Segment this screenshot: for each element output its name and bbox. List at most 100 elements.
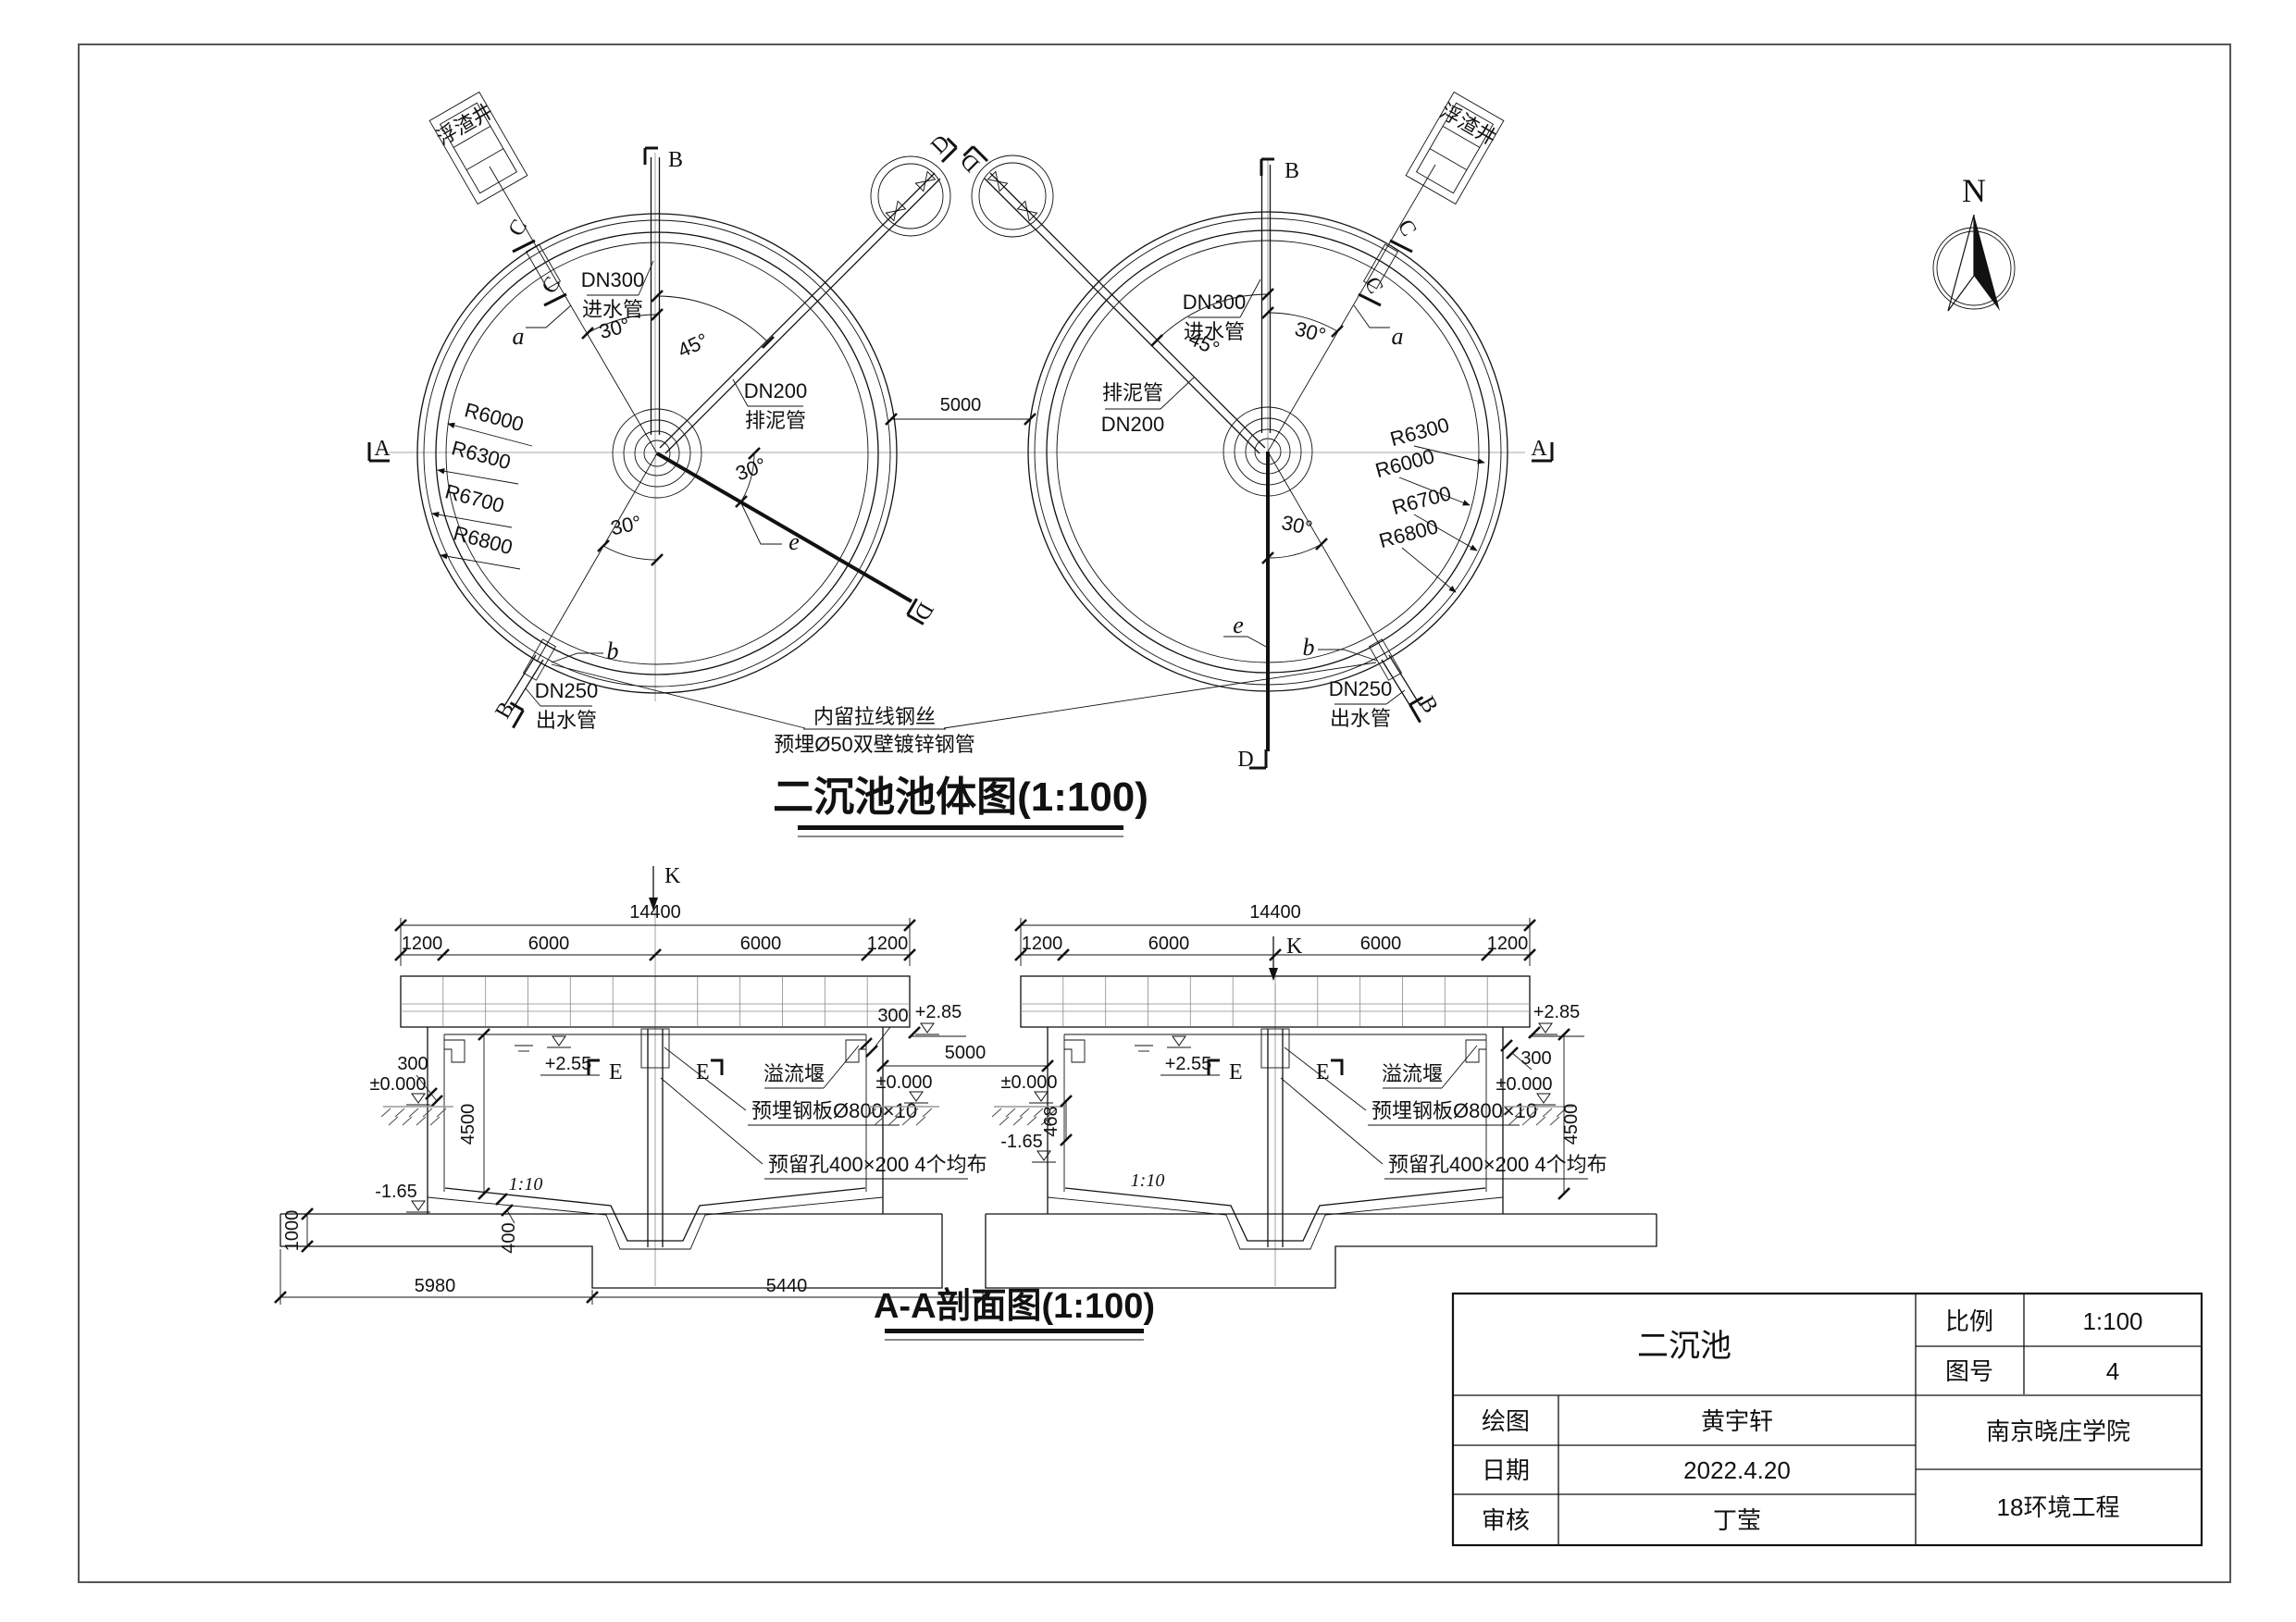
tank-floor [1064,1187,1486,1242]
drawn-by-value: 黄宇轩 [1701,1407,1773,1435]
ground-level: ±0.000 [875,1072,932,1093]
label-e: e [788,528,800,555]
radius-label-r6800: R6800 [1377,514,1441,552]
sludge-size-label: DN200 [744,379,807,402]
scum-well-box: 浮渣井 [1405,91,1505,205]
section-e-marker: E [696,1060,710,1084]
section-b-marker: B [1285,159,1299,183]
section-b-marker: B [668,148,683,172]
valve-icon [987,170,1009,192]
dim-6000: 6000 [1148,934,1190,954]
label-a: a [513,323,525,350]
label-b: b [1303,634,1315,661]
section-d-marker: D [1237,748,1253,772]
water-level-label: +2.55 [1165,1054,1212,1074]
checked-by-value: 丁莹 [1713,1506,1761,1534]
dim-14400: 14400 [1249,902,1301,922]
outlet-pipe [1388,654,1421,707]
radius-labels: R6300 R6000 R6700 R6800 [1373,413,1485,593]
scum-well-box: 浮渣井 [428,91,528,205]
dim-1200: 1200 [1487,934,1529,954]
dim-4500: 4500 [1561,1104,1582,1145]
ground-level: ±0.000 [369,1074,426,1095]
tank-floor [444,1187,866,1242]
title-block: 二沉池 比例 1:100 图号 4 绘图 黄宇轩 日期 2022.4.20 审核… [1451,1292,2203,1547]
plan-right-tank: C C D 45° 30° 30° R6300 R6000 R6700 R680… [984,91,1554,772]
ground-level: ±0.000 [1000,1072,1057,1093]
anchor-wire-note: 内留拉线钢丝 预埋Ø50双壁镀锌钢管 [551,662,1377,756]
dim-1200: 1200 [1022,934,1063,954]
angle-label: 30° [1293,316,1329,347]
section-a-marker: A [1531,437,1547,461]
sludge-pipe [659,172,936,449]
dim-5000: 5000 [945,1043,987,1063]
ground-level: ±0.000 [1496,1074,1552,1095]
scum-well-label: 浮渣井 [1436,99,1501,150]
dim-14400: 14400 [629,902,681,922]
bridge-deck [1020,975,1531,1028]
dim-468: 468 [1041,1106,1061,1136]
sheet-border [78,43,2231,1583]
section-c-marker: C [538,273,566,298]
dim-1200: 1200 [402,934,443,954]
inlet-size-label: DN300 [1183,291,1246,314]
plate-note: 预埋钢板Ø800×10 [1371,1099,1537,1122]
radius-label-r6700: R6700 [442,479,506,517]
scale-label: 比例 [1945,1307,1993,1335]
gap-dim-label: 5000 [940,395,982,415]
dim-300: 300 [397,1054,428,1074]
inlet-size-label: DN300 [581,268,644,291]
section-d-marker: D [956,145,989,177]
label-e: e [1233,612,1244,638]
section-d-line [655,452,913,603]
dim-5980: 5980 [415,1276,456,1296]
bridge-deck [400,975,911,1028]
dim-400: 400 [499,1222,519,1253]
section-e-marker: E [1316,1060,1330,1084]
dim-1000: 1000 [282,1210,303,1252]
section-right-tank [985,975,1657,1289]
section-d-marker: D [926,130,958,164]
plan-gap-dimension: 5000 [884,395,1037,427]
valve-icon [1016,200,1038,222]
footing [985,1213,1657,1289]
section-left-tank [279,975,943,1289]
angle-label: 30° [733,453,770,486]
plan-view: C C D 30° 45° 30° 30° [367,91,1554,837]
angle-label: 30° [1280,511,1315,539]
scum-line [489,166,658,454]
dim-300: 300 [1520,1048,1551,1069]
dim-6000: 6000 [1360,934,1402,954]
section-title: A-A剖面图(1:100) [874,1287,1155,1341]
section-c-marker: C [1393,216,1421,241]
section-view: K 14400 1200 6000 6000 1200 14400 1200 6… [273,864,1657,1341]
scum-line [1267,164,1436,452]
svg-text:A-A剖面图(1:100): A-A剖面图(1:100) [874,1287,1155,1326]
dim-6000: 6000 [528,934,570,954]
section-annotations: +2.55 +2.55 +2.85 +2.85 E E E E 溢流堰 溢流堰 … [273,1002,1607,1305]
weir-trough [444,1039,465,1063]
sludge-size-label: DN200 [1101,413,1164,436]
section-e-marker: E [1229,1060,1243,1084]
sheet-no-label: 图号 [1945,1357,1993,1385]
level-285: +2.85 [915,1002,962,1022]
drawn-by-label: 绘图 [1482,1407,1530,1435]
svg-text:B: B [490,698,519,723]
slope-label: 1:10 [509,1174,543,1195]
north-arrow: N [1932,172,2016,312]
svg-text:二沉池池体图(1:100): 二沉池池体图(1:100) [773,774,1148,820]
anchor-note-line2: 预埋Ø50双壁镀锌钢管 [774,733,975,756]
project-name: 二沉池 [1637,1329,1731,1364]
section-right-dimensions: 14400 1200 6000 6000 1200 K [1013,902,1537,981]
sludge-pipe [989,172,1266,449]
dim-1200: 1200 [867,934,909,954]
k-marker: K [1286,935,1303,959]
section-d-marker: D [906,598,937,625]
angle-label: 30° [609,511,644,539]
radius-label-r6800: R6800 [451,521,515,559]
label-a: a [1392,323,1404,350]
plate-note: 预埋钢板Ø800×10 [751,1099,917,1122]
section-left-dimensions: K 14400 1200 6000 6000 1200 [393,864,917,966]
north-label: N [1962,172,1986,209]
